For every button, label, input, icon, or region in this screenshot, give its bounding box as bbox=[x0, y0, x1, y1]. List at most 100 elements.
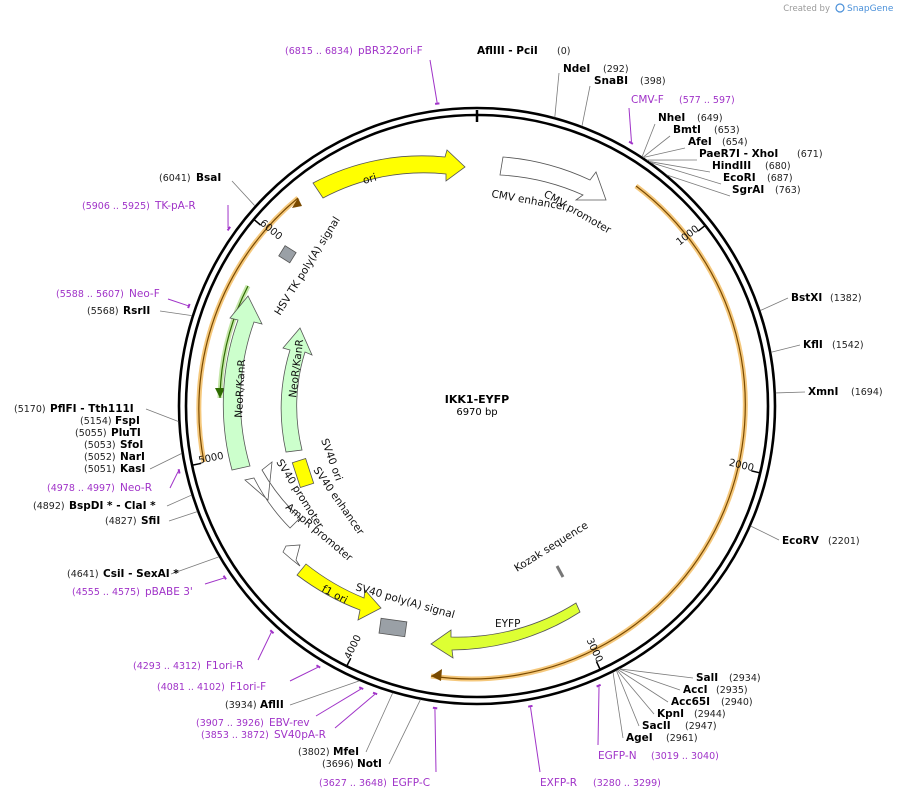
enzyme-mfeI[interactable]: (3802)MfeI bbox=[298, 746, 359, 758]
svg-text:(3802): (3802) bbox=[298, 747, 330, 758]
orf-arc-neo-arrow bbox=[215, 388, 225, 398]
primer-exfp-r[interactable]: EXFP-R(3280 .. 3299) bbox=[540, 777, 661, 789]
primer-pbr322ori-f[interactable]: (6815 .. 6834)pBR322ori-F bbox=[285, 45, 423, 57]
enzyme-ecoRV[interactable]: EcoRV(2201) bbox=[782, 535, 860, 547]
primer-neo-r[interactable]: (4978 .. 4997)Neo-R bbox=[47, 482, 152, 494]
enzyme-afeI[interactable]: AfeI (654) bbox=[688, 136, 748, 148]
enzyme-sfoI[interactable]: (5053)SfoI bbox=[84, 439, 143, 451]
leader-line bbox=[166, 494, 192, 507]
svg-text:AflIII - PciI: AflIII - PciI bbox=[477, 45, 538, 57]
enzyme-bspDI-claI[interactable]: (4892)BspDI * - ClaI * bbox=[33, 500, 156, 512]
svg-text:(2934): (2934) bbox=[729, 673, 761, 684]
primer-f1ori-r[interactable]: (4293 .. 4312)F1ori-R bbox=[133, 660, 243, 672]
feature-cmv[interactable] bbox=[499, 156, 607, 201]
leader-line bbox=[612, 672, 624, 739]
leader-line bbox=[642, 135, 671, 158]
enzyme-kasI[interactable]: (5051)KasI bbox=[84, 463, 145, 475]
svg-text:PluTI: PluTI bbox=[111, 427, 141, 439]
primer-pbabe-3[interactable]: (4555 .. 4575)pBABE 3' bbox=[72, 586, 193, 598]
svg-text:(3696): (3696) bbox=[322, 759, 354, 770]
svg-text:(654): (654) bbox=[722, 137, 748, 148]
primer-leader-line bbox=[429, 59, 438, 103]
svg-text:(398): (398) bbox=[640, 76, 666, 87]
primer-mark bbox=[596, 683, 602, 688]
svg-text:F1ori-F: F1ori-F bbox=[230, 681, 266, 693]
feature-neor-outer[interactable] bbox=[222, 295, 263, 471]
svg-text:NotI: NotI bbox=[357, 758, 382, 770]
svg-text:Neo-R: Neo-R bbox=[120, 482, 152, 494]
feature-eyfp[interactable] bbox=[430, 602, 581, 659]
feature-sv40-polya[interactable] bbox=[378, 617, 408, 638]
feature-neor-inner[interactable] bbox=[280, 327, 313, 453]
feature-ampr-promoter[interactable] bbox=[282, 544, 301, 567]
primer-egfp-n[interactable]: EGFP-N(3019 .. 3040) bbox=[598, 750, 719, 762]
enzyme-ndeI[interactable]: NdeI(292) bbox=[563, 63, 629, 75]
enzyme-ageI[interactable]: AgeI(2961) bbox=[626, 732, 698, 744]
primer-mark bbox=[628, 140, 634, 145]
enzyme-hindIII[interactable]: HindIII(680) bbox=[712, 160, 791, 172]
enzyme-kflI[interactable]: KflI(1542) bbox=[803, 339, 864, 351]
enzyme-ecoRI[interactable]: EcoRI(687) bbox=[723, 172, 793, 184]
enzyme-narI[interactable]: (5052)NarI bbox=[84, 451, 145, 463]
primer-mark bbox=[226, 226, 231, 231]
primer-neo-f[interactable]: (5588 .. 5607)Neo-F bbox=[56, 288, 160, 300]
primer-sv40pa-r[interactable]: (3853 .. 3872)SV40pA-R bbox=[201, 729, 326, 741]
enzyme-csiI-sexAI[interactable]: (4641)CsiI - SexAI * bbox=[67, 568, 179, 580]
enzyme-pluTI[interactable]: (5055) PluTI bbox=[75, 427, 141, 439]
enzyme-salI[interactable]: SalI(2934) bbox=[696, 672, 761, 684]
primer-egfp-c[interactable]: (3627 .. 3648)EGFP-C bbox=[319, 777, 430, 789]
primer-tk-pa-r[interactable]: (5906 .. 5925)TK-pA-R bbox=[82, 200, 196, 212]
enzyme-bsaI[interactable]: (6041)BsaI bbox=[159, 172, 221, 184]
tick-mark bbox=[346, 657, 352, 667]
enzyme-bstXI[interactable]: BstXI(1382) bbox=[791, 292, 862, 304]
credit-brand: SnapGene bbox=[847, 4, 894, 14]
enzyme-rsrII[interactable]: (5568)RsrII bbox=[87, 305, 150, 317]
enzyme-aflIII-pciI[interactable]: AflIII - PciI(0) bbox=[477, 45, 570, 57]
svg-text:(2944): (2944) bbox=[694, 709, 726, 720]
svg-text:(671): (671) bbox=[797, 149, 823, 160]
enzyme-accI[interactable]: AccI(2935) bbox=[683, 684, 748, 696]
enzyme-acc65I[interactable]: Acc65I(2940) bbox=[671, 696, 753, 708]
enzyme-paeR7I-xhoI[interactable]: PaeR7I - XhoI (671) bbox=[699, 148, 823, 160]
enzyme-aflII[interactable]: (3934)AflII bbox=[225, 699, 284, 711]
svg-text:BspDI * - ClaI *: BspDI * - ClaI * bbox=[69, 500, 156, 512]
primer-ebv-rev[interactable]: (3907 .. 3926)EBV-rev bbox=[196, 717, 310, 729]
svg-text:(6041): (6041) bbox=[159, 173, 191, 184]
enzyme-fspI[interactable]: (5154)FspI bbox=[80, 415, 140, 427]
label-eyfp: EYFP bbox=[495, 618, 520, 630]
feature-ori[interactable] bbox=[312, 149, 466, 199]
enzyme-sfiI[interactable]: (4827)SfiI bbox=[105, 515, 160, 527]
enzyme-bmtI[interactable]: BmtI(653) bbox=[673, 124, 740, 136]
feature-hsv-tk-polya[interactable] bbox=[278, 245, 297, 264]
tick-mark bbox=[595, 661, 601, 670]
svg-text:(292): (292) bbox=[603, 64, 629, 75]
feature-f1-ori[interactable] bbox=[296, 563, 382, 621]
enzyme-notI[interactable]: (3696)NotI bbox=[322, 758, 382, 770]
svg-text:AfeI: AfeI bbox=[688, 136, 712, 148]
leader-line bbox=[365, 692, 394, 753]
primer-cmv-f[interactable]: CMV-F(577 .. 597) bbox=[631, 94, 735, 106]
svg-text:(2961): (2961) bbox=[666, 733, 698, 744]
svg-text:(2201): (2201) bbox=[828, 536, 860, 547]
enzyme-nheI[interactable]: NheI(649) bbox=[658, 112, 723, 124]
enzyme-sgrAI[interactable]: SgrAI(763) bbox=[732, 184, 801, 196]
enzyme-pflFI-tth111I[interactable]: (5170)PflFI - Tth111I bbox=[14, 403, 134, 415]
leader-line bbox=[170, 556, 219, 575]
feature-kozak[interactable] bbox=[555, 565, 565, 578]
svg-text:PaeR7I - XhoI: PaeR7I - XhoI bbox=[699, 148, 778, 160]
feature-sv40-promoter[interactable] bbox=[244, 461, 301, 529]
leader-line bbox=[159, 310, 193, 317]
enzyme-xmnI[interactable]: XmnI(1694) bbox=[808, 386, 883, 398]
svg-text:EXFP-R: EXFP-R bbox=[540, 777, 577, 789]
svg-text:(5055): (5055) bbox=[75, 428, 107, 439]
enzyme-sacII[interactable]: SacII(2947) bbox=[642, 720, 717, 732]
leader-line bbox=[616, 670, 640, 727]
enzyme-kpnI[interactable]: KpnI(2944) bbox=[657, 708, 726, 720]
enzyme-snaBI[interactable]: SnaBI(398) bbox=[594, 75, 666, 87]
primer-mark bbox=[432, 706, 438, 710]
feature-sv40-ori[interactable] bbox=[291, 457, 315, 489]
primer-f1ori-f[interactable]: (4081 .. 4102)F1ori-F bbox=[157, 681, 266, 693]
